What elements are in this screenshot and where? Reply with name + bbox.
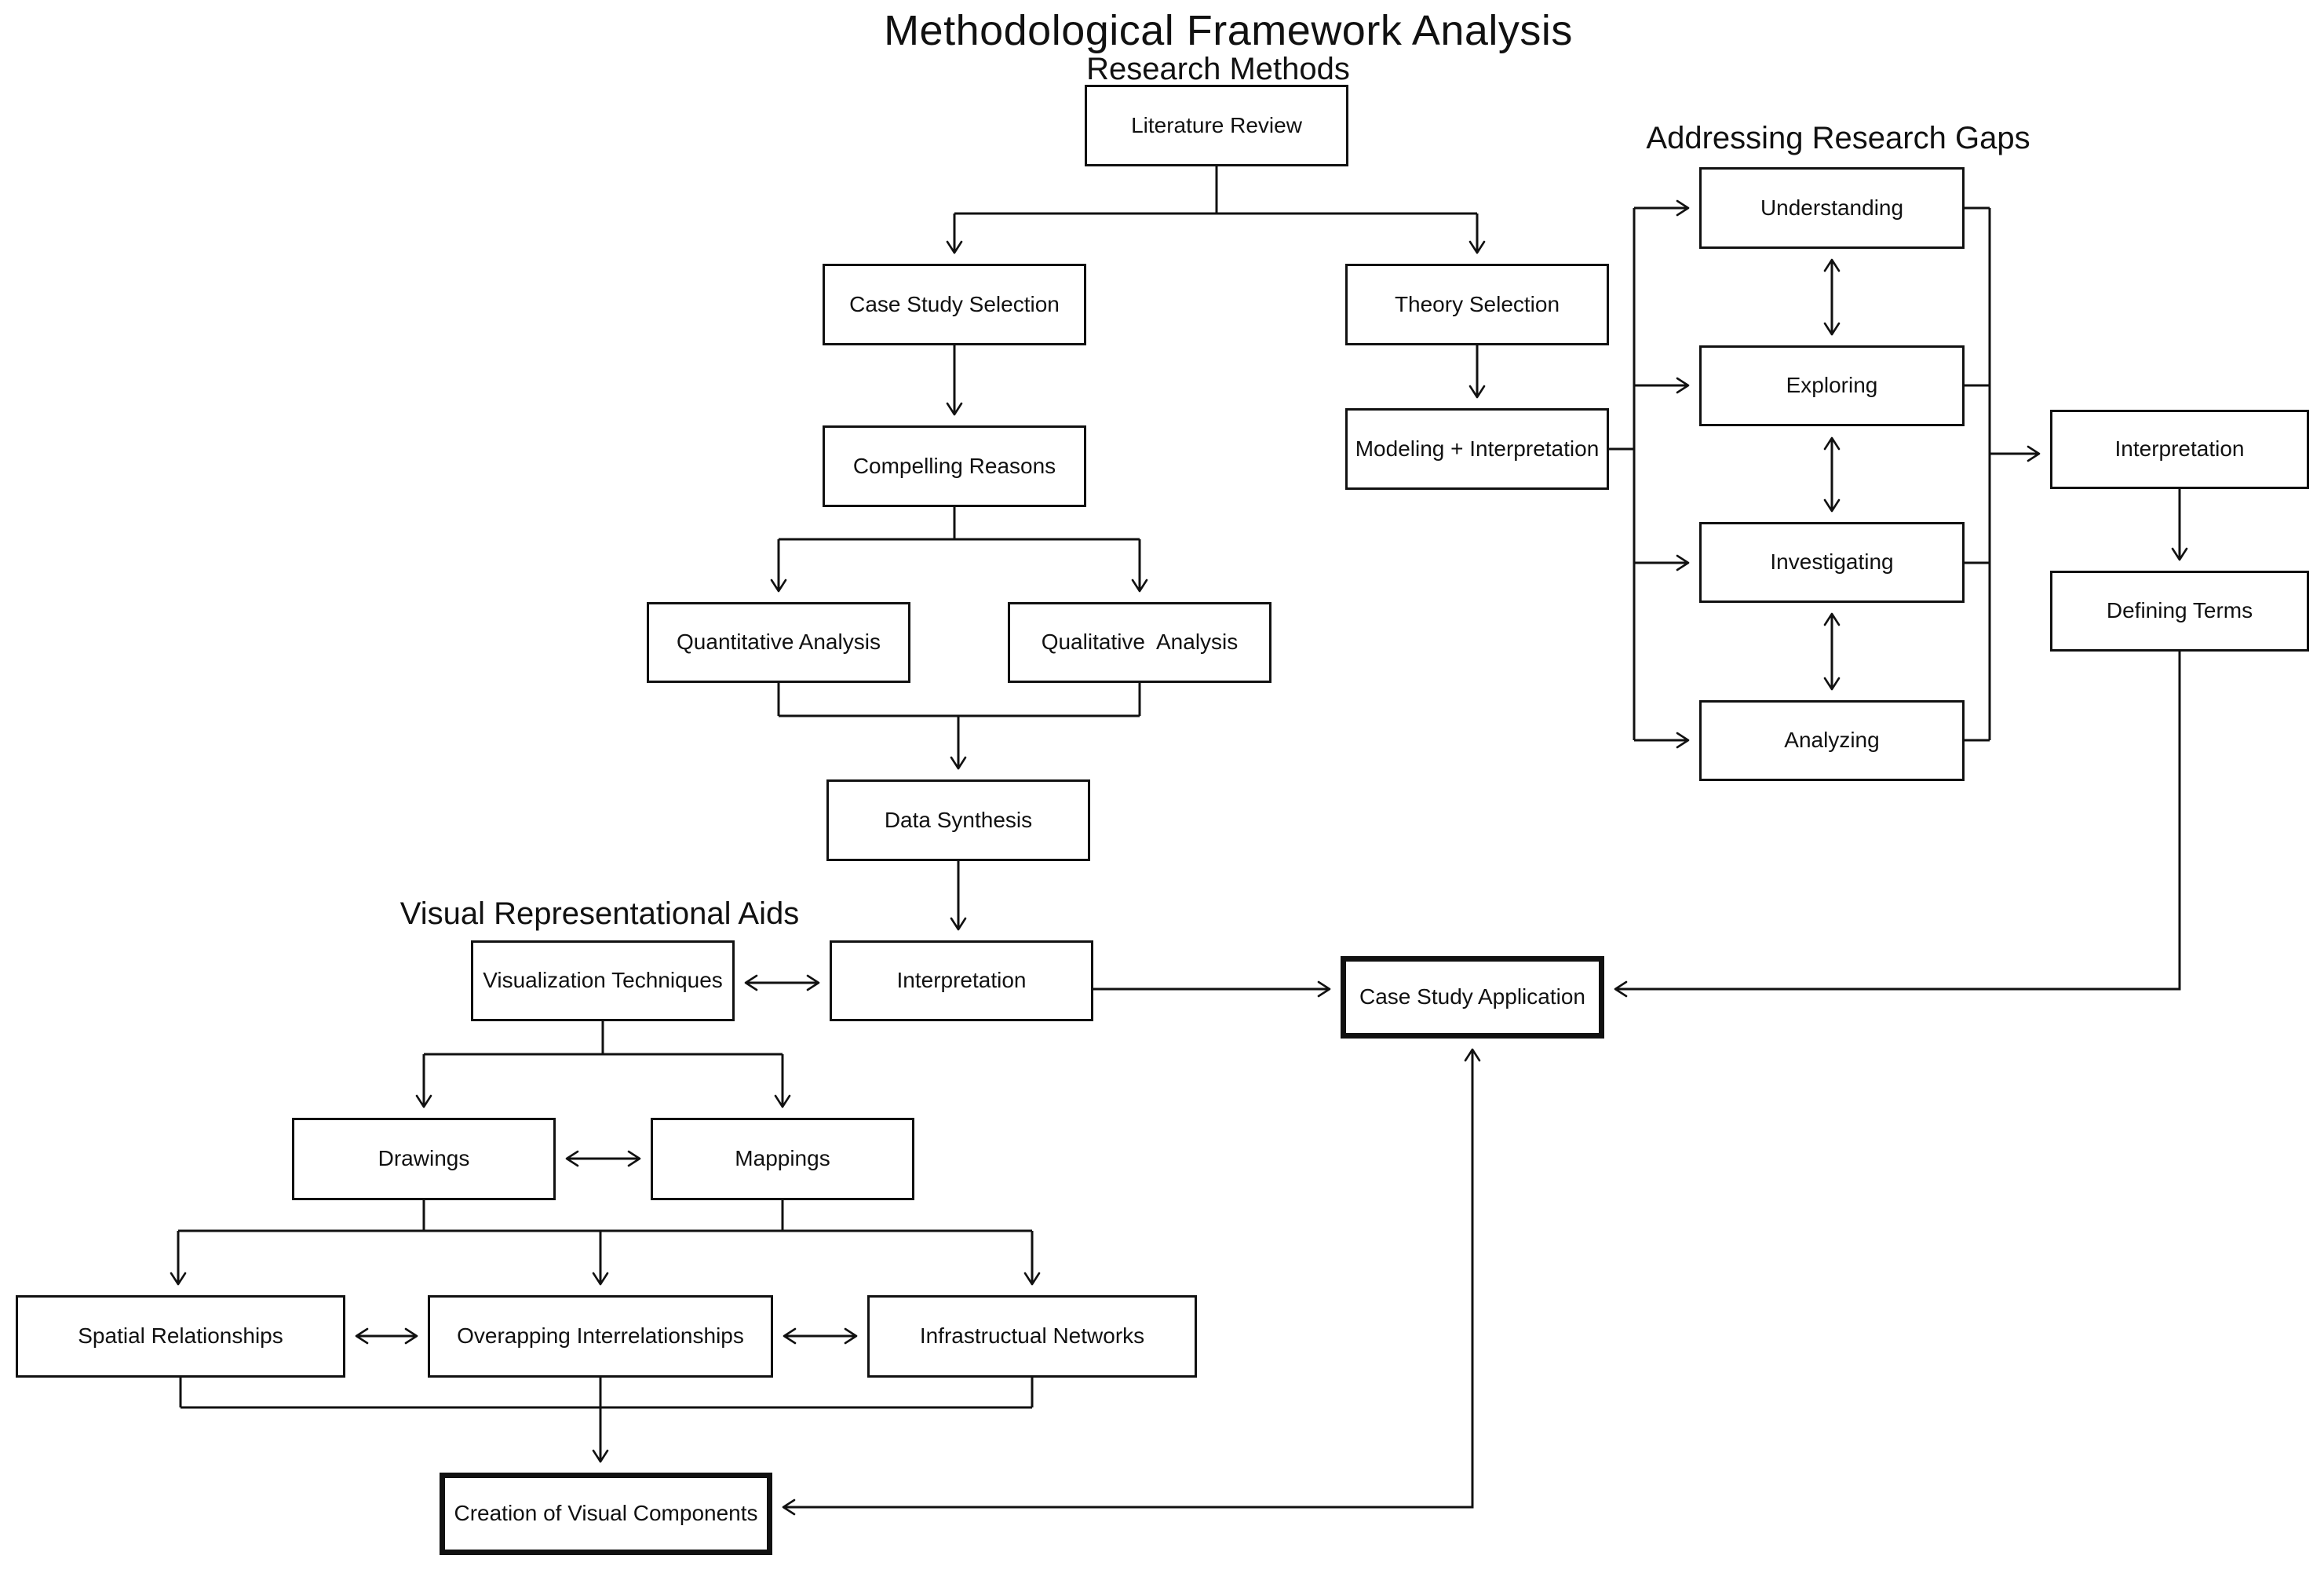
- node-case-study-application: Case Study Application: [1341, 956, 1604, 1039]
- node-defining-terms: Defining Terms: [2050, 571, 2309, 652]
- node-label: Literature Review: [1131, 112, 1302, 137]
- node-modeling-interpretation: Modeling + Interpretation: [1345, 408, 1609, 490]
- node-label: Qualitative Analysis: [1041, 630, 1239, 655]
- node-creation-visual-components: Creation of Visual Components: [440, 1473, 772, 1555]
- node-label: Case Study Application: [1359, 984, 1585, 1009]
- node-label: Understanding: [1760, 195, 1904, 220]
- node-label: Quantitative Analysis: [677, 630, 881, 655]
- node-label: Mappings: [735, 1146, 830, 1171]
- node-literature-review: Literature Review: [1085, 85, 1348, 166]
- node-label: Compelling Reasons: [852, 453, 1056, 478]
- node-label: Defining Terms: [2106, 598, 2253, 623]
- node-label: Infrastructual Networks: [919, 1323, 1145, 1349]
- node-investigating: Investigating: [1699, 522, 1965, 603]
- node-label: Drawings: [378, 1146, 470, 1171]
- node-label: Data Synthesis: [884, 807, 1033, 832]
- section-title-addressing-research-gaps: Addressing Research Gaps: [1646, 121, 2030, 155]
- node-understanding: Understanding: [1699, 167, 1965, 249]
- node-label: Interpretation: [2114, 436, 2245, 462]
- node-quantitative-analysis: Quantitative Analysis: [647, 602, 910, 683]
- node-label: Investigating: [1770, 549, 1894, 575]
- connector-creation-case-study-link: [782, 1048, 1481, 1516]
- node-label: Modeling + Interpretation: [1355, 436, 1600, 461]
- node-label: Overapping Interrelationships: [457, 1323, 744, 1349]
- node-case-study-selection: Case Study Selection: [823, 264, 1086, 345]
- node-theory-selection: Theory Selection: [1345, 264, 1609, 345]
- node-label: Exploring: [1786, 373, 1878, 398]
- node-mappings: Mappings: [651, 1118, 914, 1200]
- connector-defining-terms-to-case-study-application: [1614, 652, 2181, 998]
- node-visualization-techniques: Visualization Techniques: [471, 940, 735, 1021]
- node-overapping-interrelationships: Overapping Interrelationships: [428, 1295, 773, 1378]
- node-qualitative-analysis: Qualitative Analysis: [1008, 602, 1271, 683]
- section-title-visual-representational-aids: Visual Representational Aids: [399, 896, 800, 931]
- node-interpretation-mid: Interpretation: [830, 940, 1093, 1021]
- node-compelling-reasons: Compelling Reasons: [823, 425, 1086, 507]
- diagram-title: Methodological Framework Analysis: [884, 7, 1573, 54]
- node-analyzing: Analyzing: [1699, 700, 1965, 781]
- node-infrastructual-networks: Infrastructual Networks: [867, 1295, 1197, 1378]
- node-label: Visualization Techniques: [483, 968, 723, 993]
- node-exploring: Exploring: [1699, 345, 1965, 426]
- section-title-research-methods: Research Methods: [1086, 52, 1350, 86]
- node-interpretation-right: Interpretation: [2050, 410, 2309, 489]
- node-data-synthesis: Data Synthesis: [826, 779, 1090, 861]
- node-drawings: Drawings: [292, 1118, 556, 1200]
- node-label: Spatial Relationships: [78, 1323, 283, 1349]
- node-label: Theory Selection: [1394, 291, 1560, 316]
- node-label: Interpretation: [896, 968, 1027, 993]
- node-label: Case Study Selection: [849, 291, 1060, 316]
- node-spatial-relationships: Spatial Relationships: [16, 1295, 345, 1378]
- node-label: Analyzing: [1784, 728, 1880, 753]
- node-label: Creation of Visual Components: [454, 1501, 758, 1526]
